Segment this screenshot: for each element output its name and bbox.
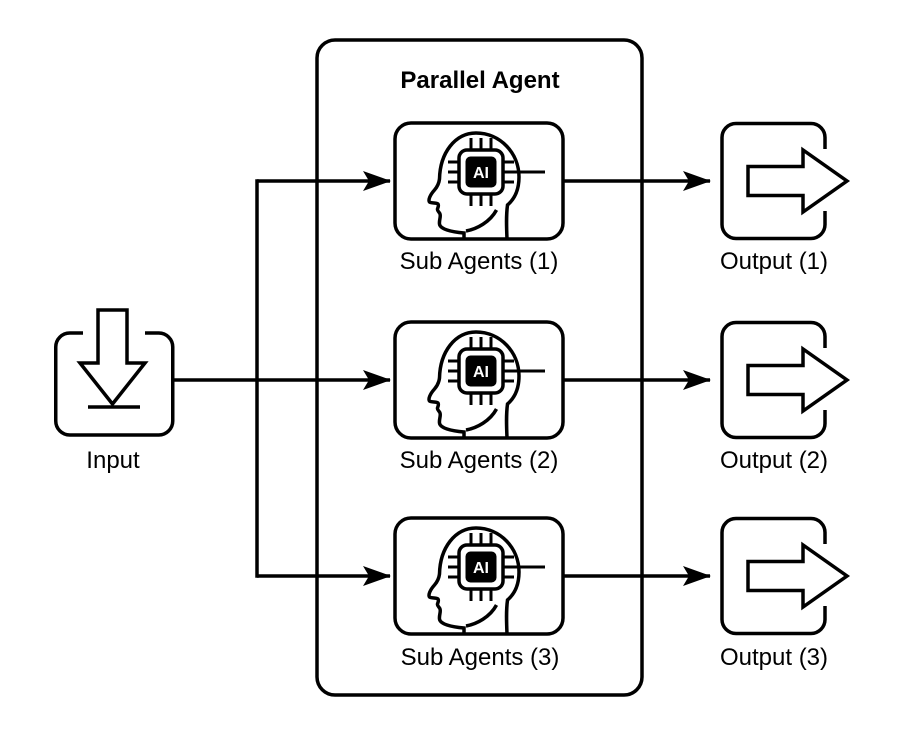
sub-agent-box [393, 121, 565, 241]
output-box [720, 320, 827, 440]
output-label-2: Output (2) [719, 447, 829, 474]
output-arrow-icon [746, 541, 851, 611]
download-arrow-icon [76, 308, 149, 409]
sub-agent-label-3: Sub Agents (3) [400, 644, 560, 671]
chip-pins [448, 533, 545, 601]
output-box [720, 516, 827, 636]
parallel-agent-container [315, 38, 644, 697]
input-label: Input [86, 447, 140, 474]
input-node [54, 308, 175, 437]
parallel-agent-title: Parallel Agent [400, 67, 560, 94]
sub-agent-box [393, 516, 565, 636]
output-node-3 [720, 516, 851, 636]
ai-head-icon: AI [427, 330, 545, 439]
output-label-3: Output (3) [719, 644, 829, 671]
ai-head-icon: AI [427, 131, 545, 240]
sub-agent-label-2: Sub Agents (2) [399, 447, 559, 474]
sub-agent-node-3: AI [393, 516, 565, 636]
ai-chip: AI [457, 148, 505, 196]
ai-chip: AI [457, 543, 505, 591]
output-node-2 [720, 320, 851, 440]
chip-pins [448, 337, 545, 405]
sub-agent-box [393, 320, 565, 440]
sub-agent-node-1: AI [393, 121, 565, 241]
output-label-1: Output (1) [719, 248, 829, 275]
chip-text: AI [473, 364, 489, 381]
output-arrow-icon [746, 345, 851, 415]
chip-text: AI [473, 165, 489, 182]
ai-chip: AI [457, 347, 505, 395]
input-box [54, 331, 175, 437]
ai-head-icon: AI [427, 526, 545, 635]
output-node-1 [720, 121, 851, 241]
chip-text: AI [473, 560, 489, 577]
output-box [720, 121, 827, 241]
output-arrow-icon [746, 146, 851, 216]
sub-agent-label-1: Sub Agents (1) [399, 248, 559, 275]
sub-agent-node-2: AI [393, 320, 565, 440]
chip-pins [448, 138, 545, 206]
